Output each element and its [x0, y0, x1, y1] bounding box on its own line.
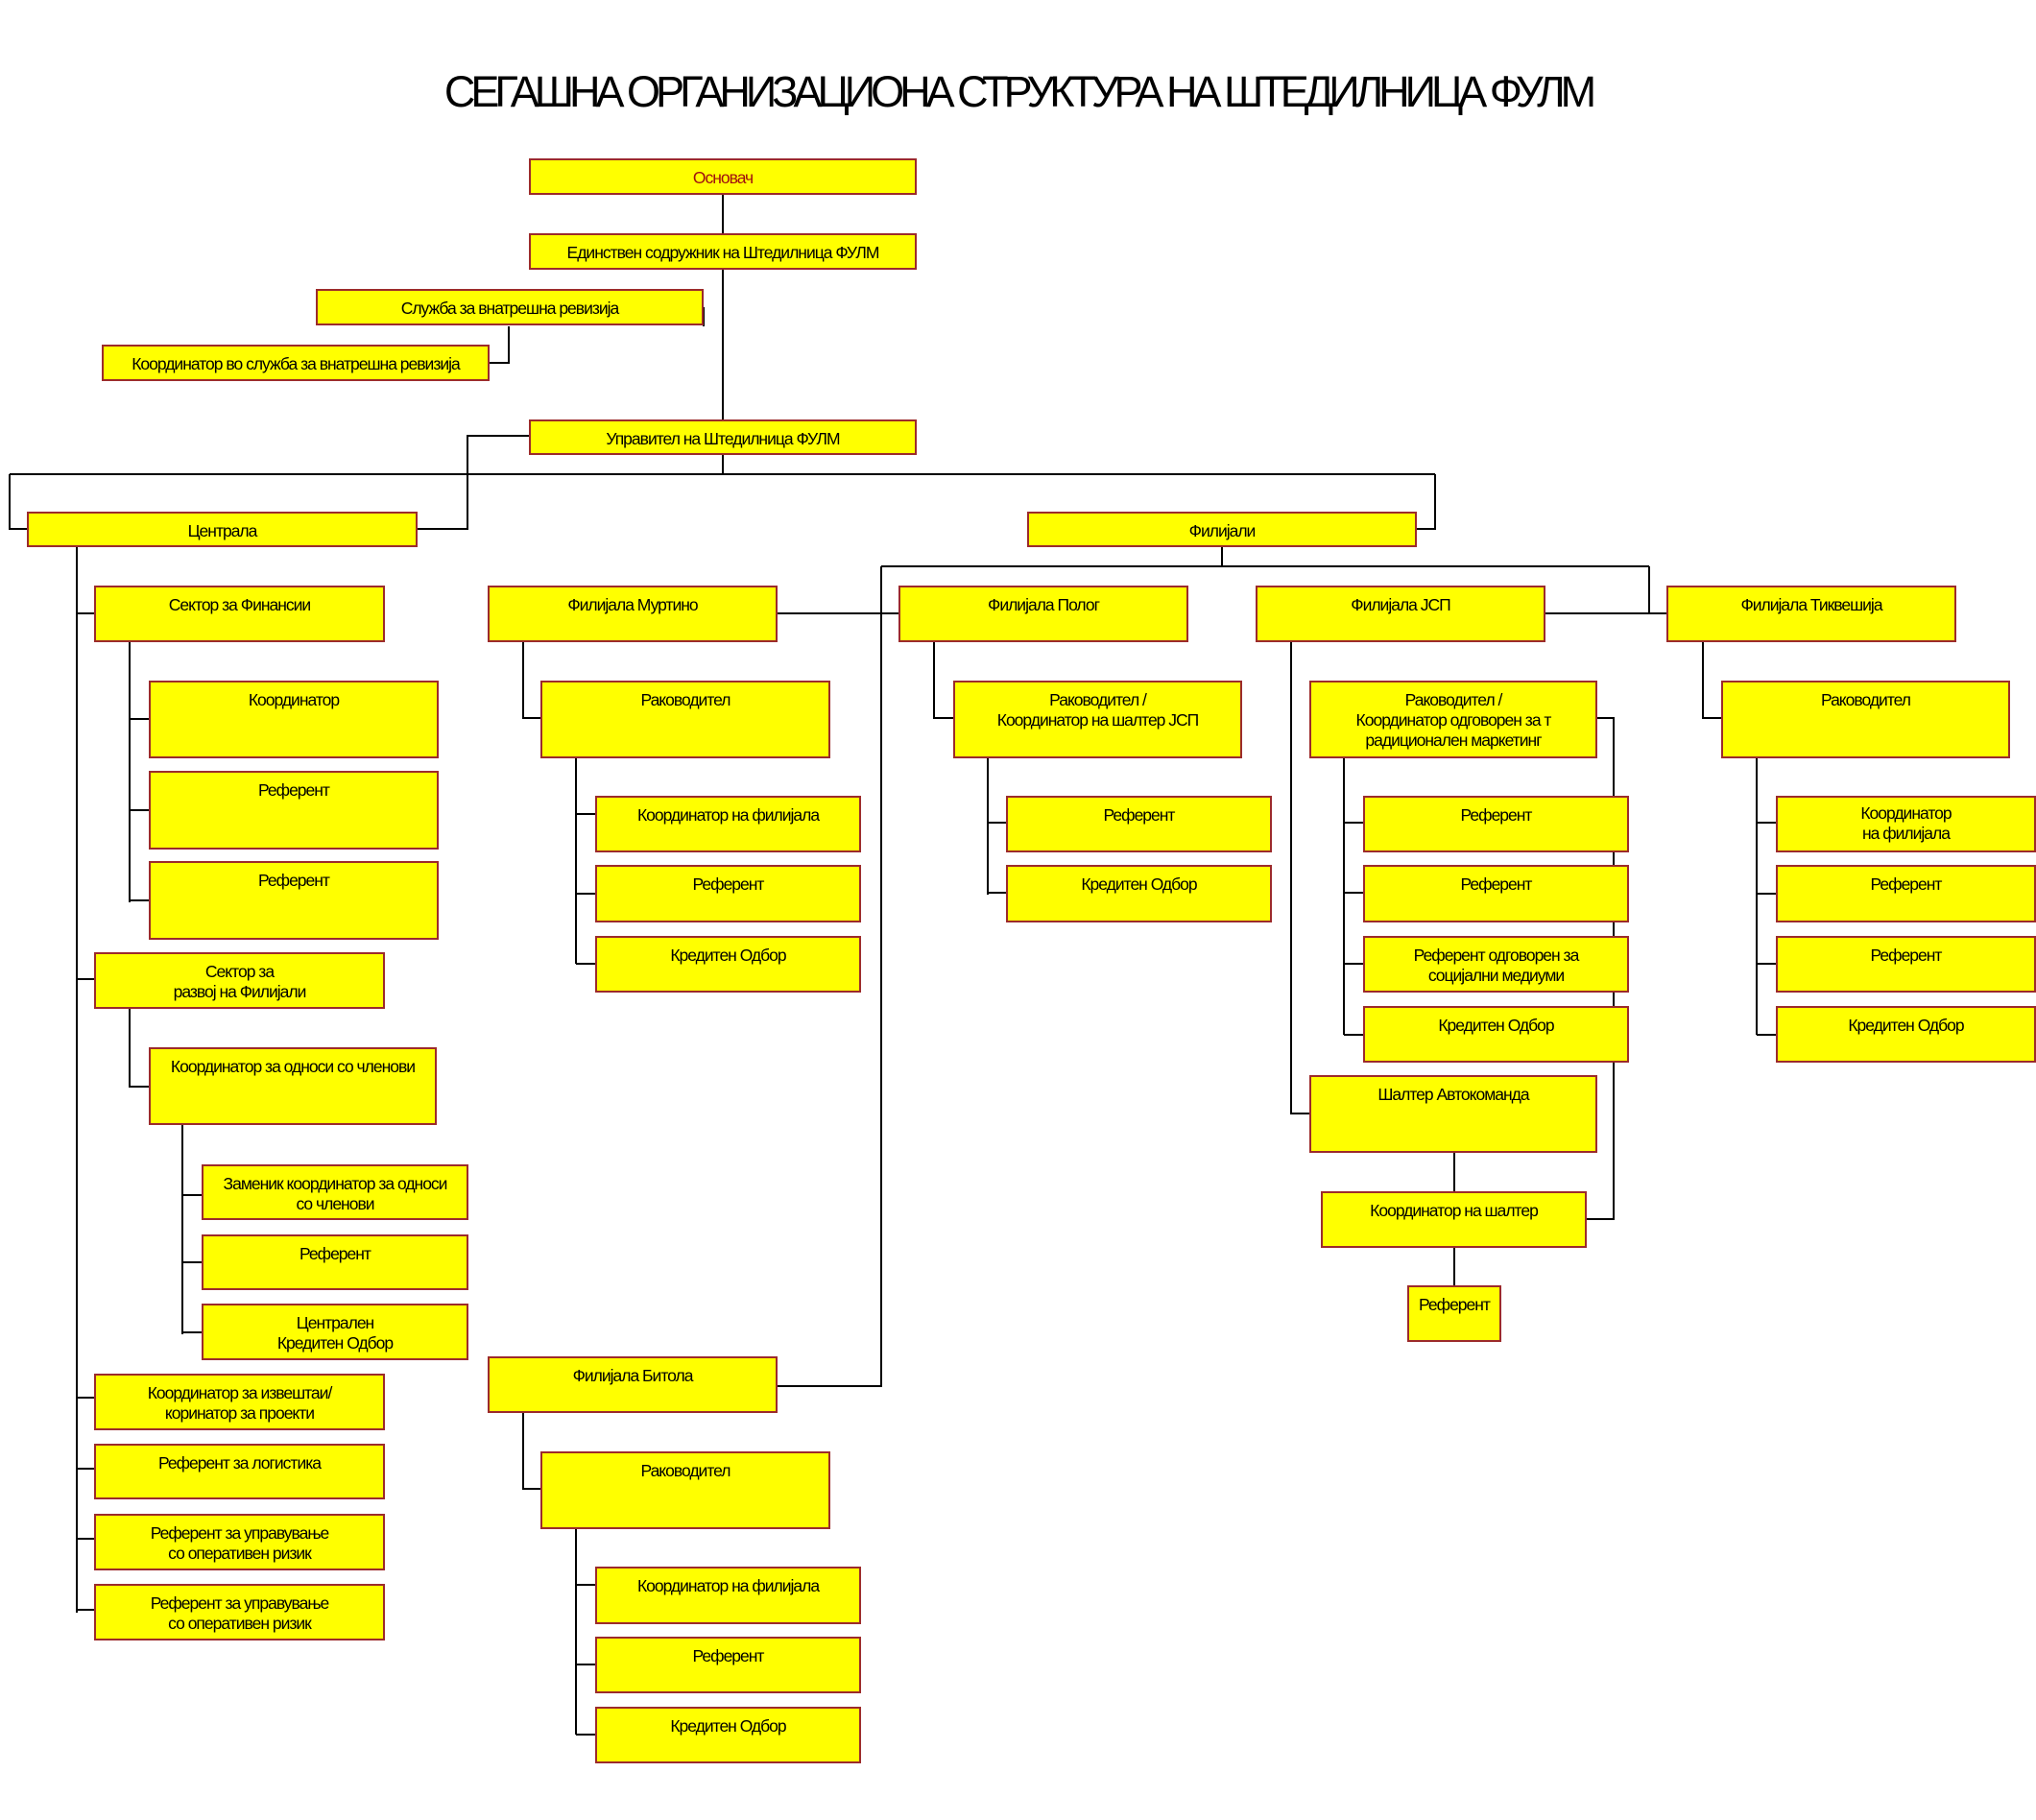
tikveshija-coordinator-box: Координатор на филијала	[1776, 796, 2036, 852]
jsp-head-box: Раководител / Координатор одговорен за т…	[1309, 681, 1597, 758]
branch-development-sector-box: Сектор за развој на Филијали	[94, 952, 385, 1009]
bitola-referent-box: Референт	[595, 1637, 861, 1693]
finance-referent-box: Референт	[149, 771, 439, 850]
internal-audit-box: Служба за внатрешна ревизија	[316, 289, 704, 325]
development-referent-box: Референт	[202, 1234, 468, 1290]
tikveshija-credit-board-box: Кредитен Одбор	[1776, 1006, 2036, 1063]
murtino-head-box: Раководител	[540, 681, 830, 758]
branch-jsp-box: Филијала ЈСП	[1256, 586, 1545, 642]
jsp-social-media-referent-box: Референт одговорен за социјални медиуми	[1363, 936, 1629, 993]
bitola-credit-board-box: Кредитен Одбор	[595, 1707, 861, 1763]
risk-referent-box: Референт за управување со оперативен риз…	[94, 1584, 385, 1640]
jsp-referent-box: Референт	[1363, 796, 1629, 852]
logistics-referent-box: Референт за логистика	[94, 1444, 385, 1499]
central-credit-board-box: Централен Кредитен Одбор	[202, 1304, 468, 1360]
finance-coordinator-box: Координатор	[149, 681, 439, 758]
counter-coordinator-box: Координатор на шалтер	[1321, 1191, 1587, 1248]
reports-coordinator-box: Координатор за извештаи/ коринатор за пр…	[94, 1374, 385, 1430]
bitola-head-box: Раководител	[540, 1451, 830, 1529]
finance-sector-box: Сектор за Финансии	[94, 586, 385, 642]
murtino-coordinator-box: Координатор на филијала	[595, 796, 861, 852]
manager-box: Управител на Штедилница ФУЛМ	[529, 419, 917, 455]
risk-referent-box: Референт за управување со оперативен риз…	[94, 1514, 385, 1570]
polog-credit-board-box: Кредитен Одбор	[1006, 865, 1272, 922]
founder-box: Основач	[529, 158, 917, 195]
jsp-referent-box: Референт	[1363, 865, 1629, 922]
bitola-coordinator-box: Координатор на филијала	[595, 1567, 861, 1624]
branch-bitola-box: Филијала Битола	[488, 1356, 778, 1413]
polog-head-box: Раководител / Координатор на шалтер ЈСП	[953, 681, 1242, 758]
tikveshija-referent-box: Референт	[1776, 865, 2036, 922]
branches-box: Филијали	[1027, 512, 1417, 547]
murtino-referent-box: Референт	[595, 865, 861, 922]
audit-coordinator-box: Координатор во служба за внатрешна ревиз…	[102, 345, 490, 381]
branch-tikveshija-box: Филијала Тиквешија	[1666, 586, 1956, 642]
polog-referent-box: Референт	[1006, 796, 1272, 852]
jsp-credit-board-box: Кредитен Одбор	[1363, 1006, 1629, 1063]
member-relations-coordinator-box: Координатор за односи со членови	[149, 1047, 437, 1125]
branch-polog-box: Филијала Полог	[898, 586, 1188, 642]
tikveshija-head-box: Раководител	[1721, 681, 2010, 758]
sole-partner-box: Единствен содружник на Штедилница ФУЛМ	[529, 233, 917, 270]
counter-referent-box: Референт	[1407, 1285, 1501, 1342]
headquarters-box: Централа	[27, 512, 418, 547]
murtino-credit-board-box: Кредитен Одбор	[595, 936, 861, 993]
branch-murtino-box: Филијала Муртино	[488, 586, 778, 642]
counter-avtokomanda-box: Шалтер Автокоманда	[1309, 1075, 1597, 1153]
finance-referent-box: Референт	[149, 861, 439, 940]
tikveshija-referent-box: Референт	[1776, 936, 2036, 993]
deputy-coordinator-box: Заменик координатор за односи со членови	[202, 1164, 468, 1220]
page-title: СЕГАШНА ОРГАНИЗАЦИОНА СТРУКТУРА НА ШТЕДИ…	[443, 67, 1596, 116]
